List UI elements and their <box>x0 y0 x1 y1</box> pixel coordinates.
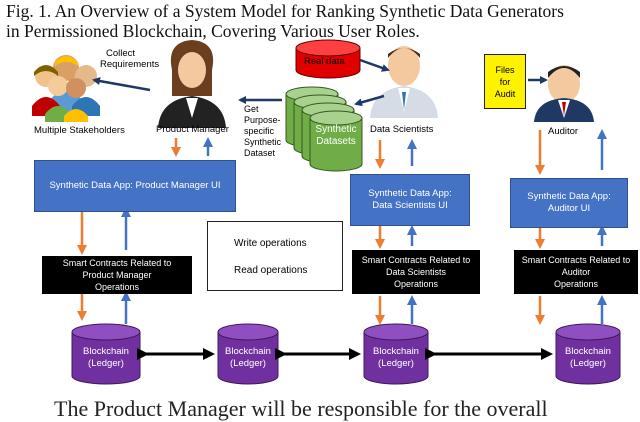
blockchain-label-2: Blockchain (Ledger) <box>218 346 278 370</box>
auditor-smart-contracts-box: Smart Contracts Related to Auditor Opera… <box>514 250 638 294</box>
ds-sc-line-2: Data Scientists <box>385 267 446 277</box>
get-line-5: Dataset <box>244 148 276 158</box>
synthetic-datasets-label: Synthetic Datasets <box>314 124 358 148</box>
bc3-line-2: (Ledger) <box>378 358 414 369</box>
synthetic-line-1: Synthetic <box>315 124 357 135</box>
ds-ui-line-1: Synthetic Data App: <box>368 188 452 199</box>
bc4-line-1: Blockchain <box>565 346 611 357</box>
files-line-3: Audit <box>494 88 516 99</box>
files-for-audit-note: Files for Audit <box>484 54 526 109</box>
stakeholders-label: Multiple Stakeholders <box>34 125 125 136</box>
blockchain-label-1: Blockchain (Ledger) <box>76 346 136 370</box>
legend-read-label: Read operations <box>234 265 308 276</box>
stakeholders-icon <box>32 55 100 122</box>
collect-line-2: Requirements <box>100 59 160 70</box>
data-scientist-icon <box>370 46 438 118</box>
ds-sc-line-1: Smart Contracts Related to <box>361 255 471 265</box>
aud-sc-line-3: Operations <box>553 279 598 289</box>
real-data-cylinder <box>295 39 361 79</box>
product-manager-ui-label: Synthetic Data App: Product Manager UI <box>49 180 221 191</box>
auditor-label: Auditor <box>548 126 579 137</box>
real-data-label: Real data <box>304 56 345 67</box>
bc1-line-2: (Ledger) <box>88 358 124 369</box>
data-scientists-ui-box[interactable]: Synthetic Data App: Data Scientists UI <box>350 174 470 226</box>
blockchain-label-4: Blockchain (Ledger) <box>558 346 618 370</box>
collect-requirements-label: Collect Requirements <box>100 48 159 70</box>
data-scientists-label: Data Scientists <box>370 124 434 135</box>
bc4-line-2: (Ledger) <box>570 358 606 369</box>
auditor-icon <box>534 65 594 122</box>
get-line-2: Purpose- <box>244 115 281 125</box>
files-line-1: Files <box>495 64 515 75</box>
blockchain-cylinder-1 <box>71 323 141 385</box>
aud-ui-line-2: Auditor UI <box>547 203 591 214</box>
bc2-line-1: Blockchain <box>225 346 271 357</box>
get-line-3: specific <box>244 126 275 136</box>
get-line-4: Synthetic <box>244 137 282 147</box>
blockchain-cylinder-4 <box>555 323 621 385</box>
synthetic-datasets-stack <box>285 86 363 172</box>
blockchain-cylinder-3 <box>363 323 429 385</box>
blockchain-cylinder-2 <box>217 323 279 385</box>
read-arrows <box>121 129 607 324</box>
figure-caption: Fig. 1. An Overview of a System Model fo… <box>6 1 636 41</box>
files-line-2: for <box>499 76 511 87</box>
auditor-ui-box[interactable]: Synthetic Data App: Auditor UI <box>510 178 628 228</box>
caption-line-1: Fig. 1. An Overview of a System Model fo… <box>6 1 564 21</box>
bc2-line-2: (Ledger) <box>230 358 266 369</box>
ds-sc-line-3: Operations <box>393 279 438 289</box>
bc1-line-1: Blockchain <box>83 346 129 357</box>
aud-sc-line-2: Auditor <box>561 267 591 277</box>
aud-sc-line-1: Smart Contracts Related to <box>521 255 631 265</box>
write-arrows <box>77 130 545 325</box>
pm-smart-contracts-box: Smart Contracts Related to Product Manag… <box>42 256 192 294</box>
caption-line-2: in Permissioned Blockchain, Covering Var… <box>6 21 420 41</box>
pm-sc-line-1: Smart Contracts Related to <box>62 258 172 268</box>
aud-ui-line-1: Synthetic Data App: <box>527 191 611 202</box>
blockchain-label-3: Blockchain (Ledger) <box>366 346 426 370</box>
product-manager-icon <box>158 40 226 128</box>
product-manager-label: Product Manager <box>156 124 229 135</box>
legend-box: Write operations Read operations <box>207 221 343 291</box>
body-text-line: The Product Manager will be responsible … <box>54 396 548 421</box>
synthetic-line-2: Datasets <box>316 136 356 147</box>
collect-line-1: Collect <box>106 48 136 59</box>
pm-sc-line-3: Operations <box>94 282 139 292</box>
ds-ui-line-2: Data Scientists UI <box>372 200 448 211</box>
ds-smart-contracts-box: Smart Contracts Related to Data Scientis… <box>352 250 480 294</box>
bc3-line-1: Blockchain <box>373 346 419 357</box>
legend-write-label: Write operations <box>234 238 307 249</box>
get-line-1: Get <box>244 104 259 114</box>
product-manager-ui-box[interactable]: Synthetic Data App: Product Manager UI <box>34 160 236 212</box>
pm-sc-line-2: Product Manager <box>82 270 152 280</box>
top-flow-arrows <box>92 58 548 107</box>
get-dataset-label: Get Purpose- specific Synthetic Dataset <box>244 104 281 159</box>
